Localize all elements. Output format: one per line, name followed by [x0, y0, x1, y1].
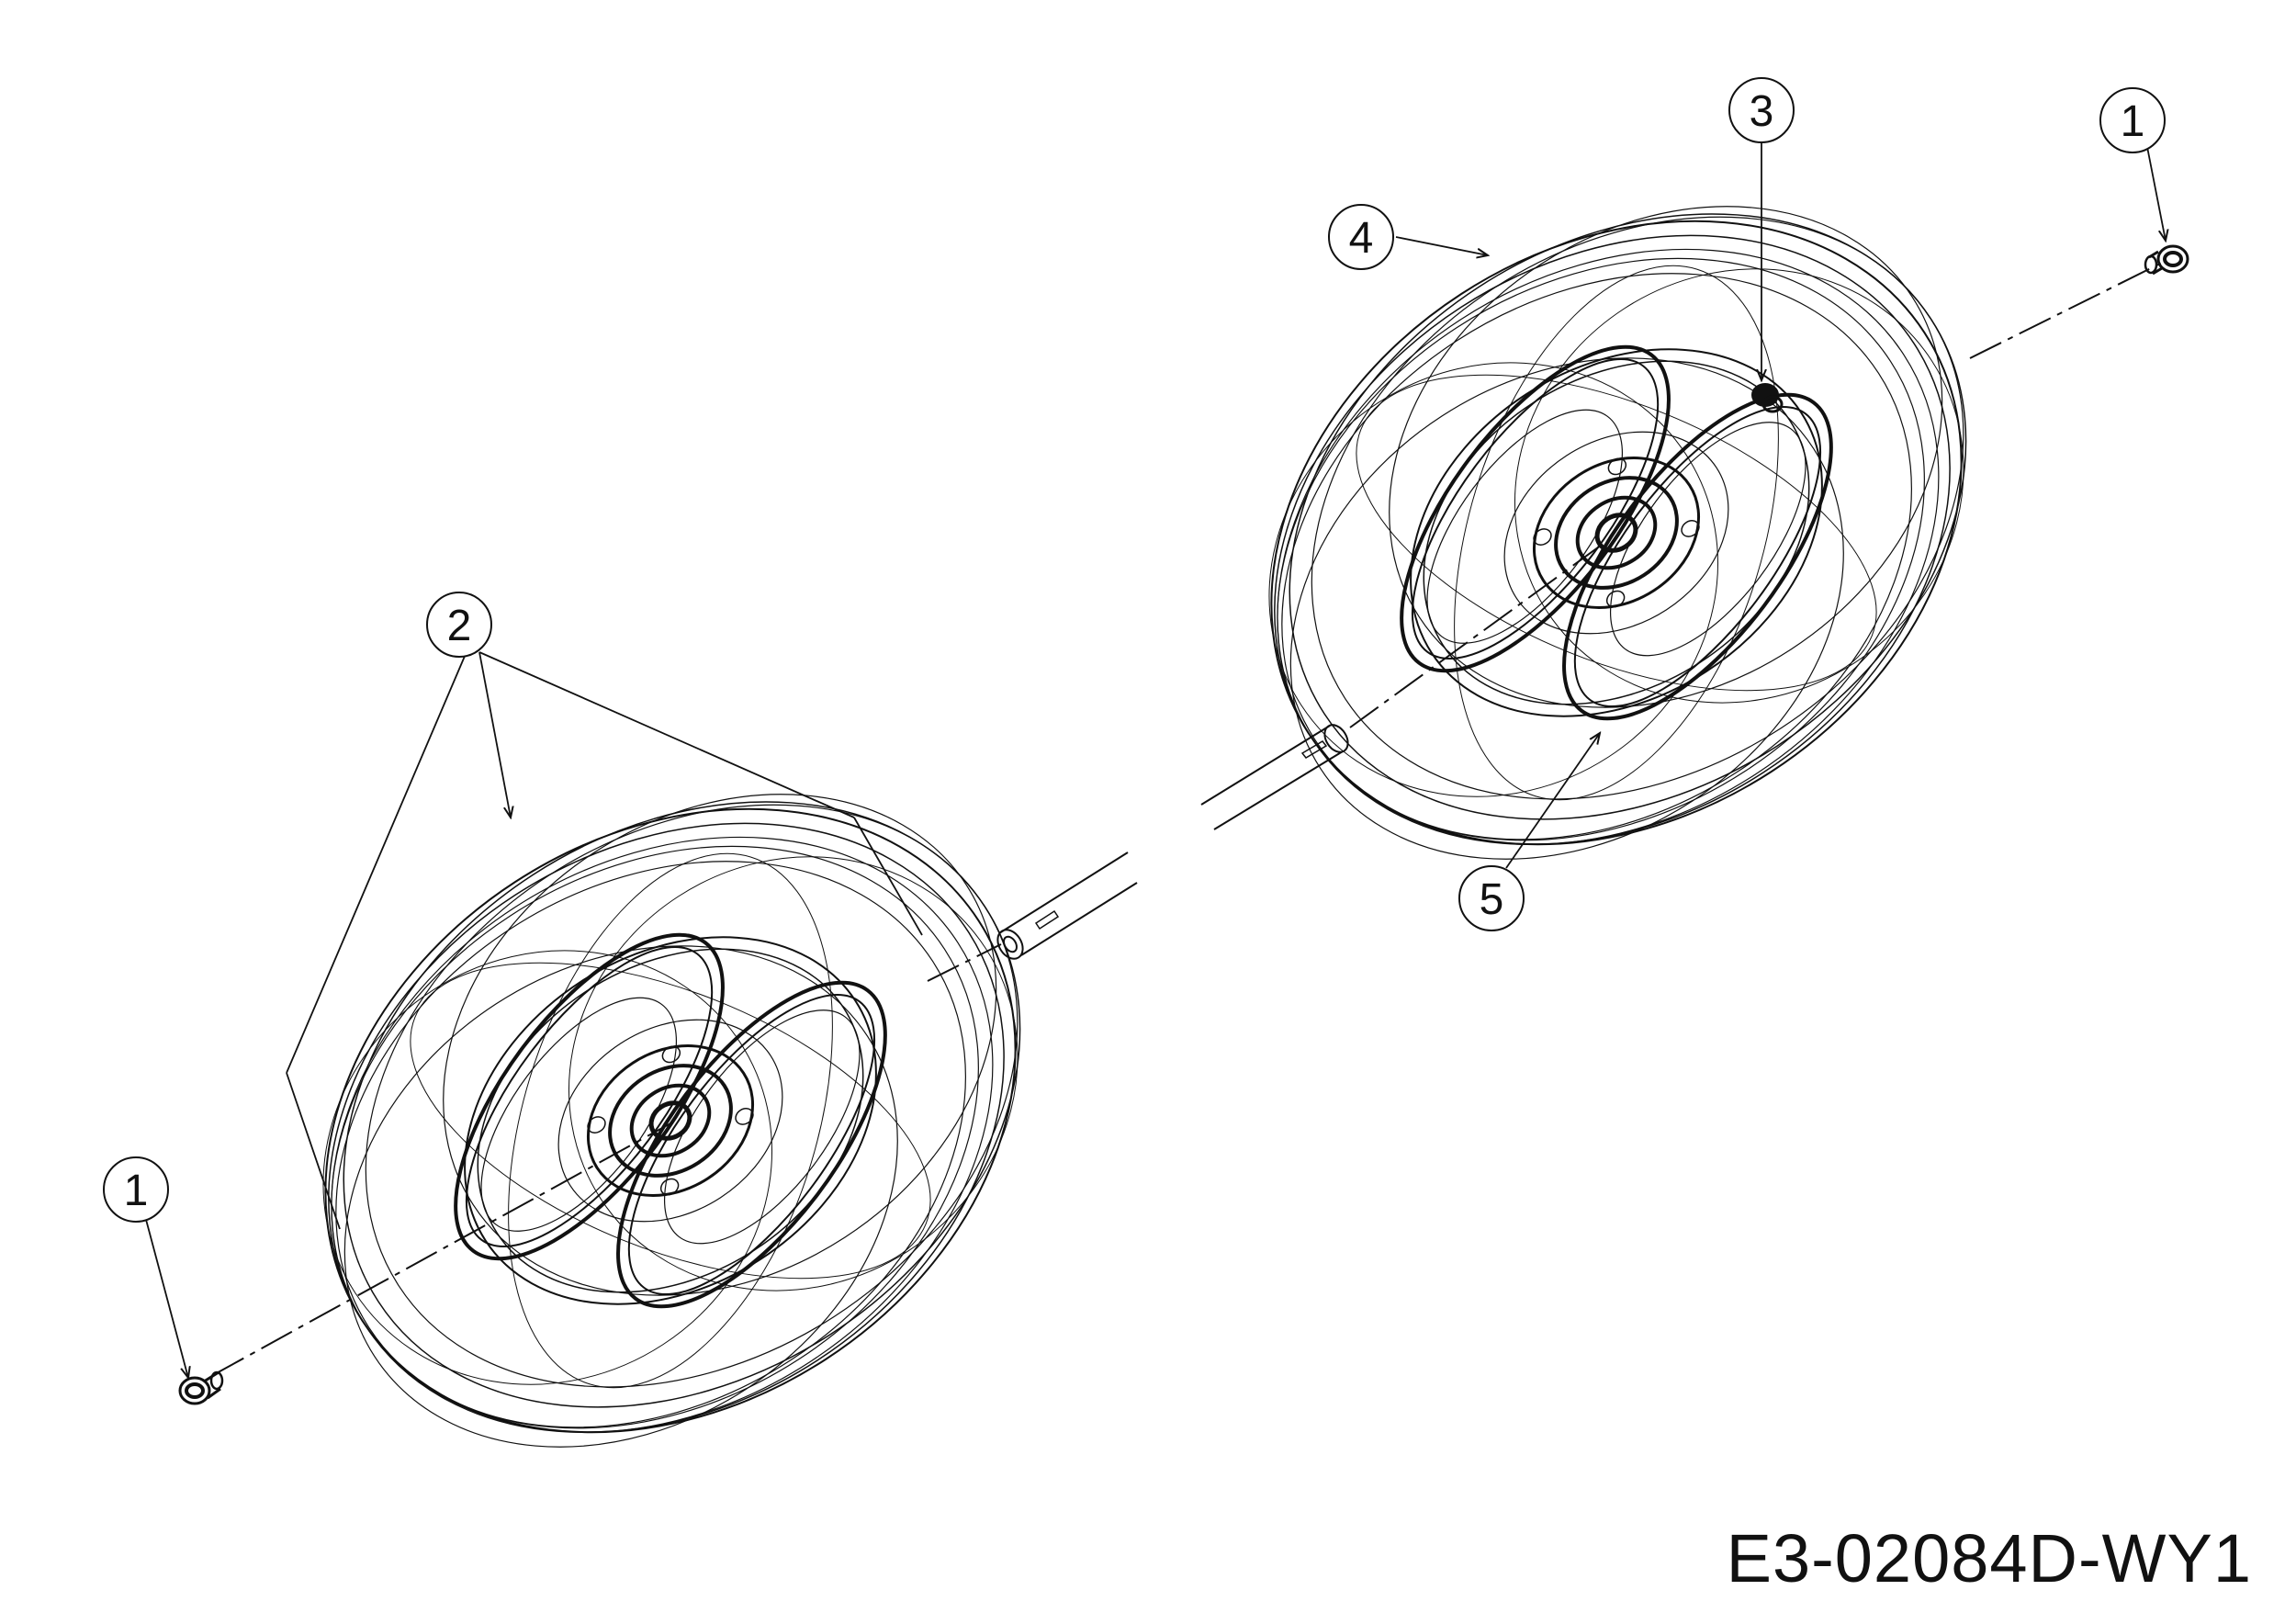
callout-1-left-label: 1 [124, 1167, 149, 1215]
callout-4: 4 [1328, 204, 1394, 270]
axle-shaft [996, 724, 1349, 960]
callout-2-label: 2 [447, 602, 472, 650]
bolt-left [178, 1370, 224, 1405]
callout-4-label: 4 [1349, 214, 1374, 263]
callout-2: 2 [426, 592, 492, 658]
callout-1-right-label: 1 [2121, 97, 2145, 146]
leader-lines [144, 142, 2166, 1378]
drawing-code: E3-02084D-WY1 [1726, 1520, 2252, 1596]
callout-3-label: 3 [1750, 87, 1774, 136]
wheel-right [1268, 206, 1967, 860]
callout-3: 3 [1728, 77, 1795, 143]
callout-5-label: 5 [1480, 875, 1504, 924]
bolt-right [2144, 244, 2189, 276]
wheel-left [322, 794, 1021, 1448]
center-lines [212, 261, 2165, 1376]
callout-1-right: 1 [2099, 87, 2166, 153]
valve-stem [1751, 383, 1784, 413]
callout-1-left: 1 [103, 1156, 169, 1223]
callout-5: 5 [1458, 865, 1525, 931]
